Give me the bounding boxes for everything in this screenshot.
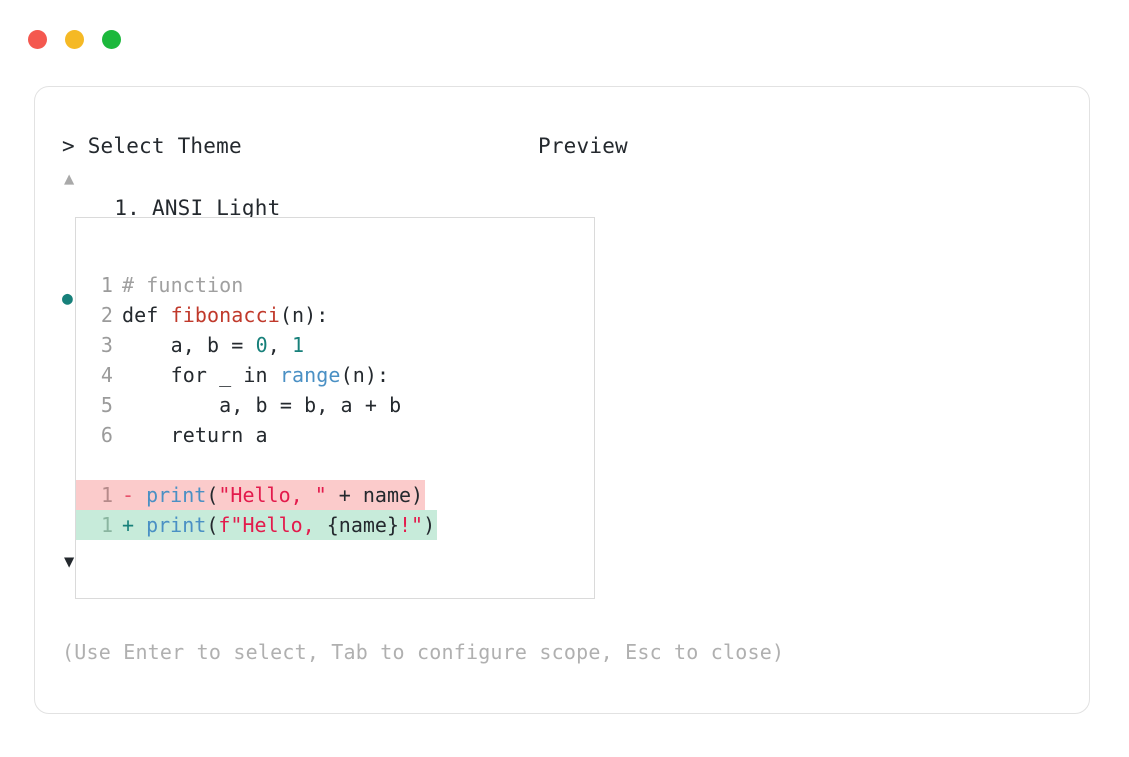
code-line-content: def fibonacci(n): xyxy=(122,300,328,330)
code-token: ) xyxy=(411,483,424,507)
code-token: (n): xyxy=(279,303,329,327)
line-number: 4 xyxy=(100,363,113,387)
code-token: + name xyxy=(326,483,412,507)
code-token: 0 xyxy=(255,333,268,357)
code-token: return a xyxy=(122,423,268,447)
code-token: print xyxy=(146,483,207,507)
code-line: 3 a, b = 0, 1 xyxy=(76,330,594,360)
code-token: a, b = b, a + b xyxy=(122,393,402,417)
diff-removed-line: 1- print("Hello, " + name) xyxy=(76,480,594,510)
diff-plus-marker: + xyxy=(122,513,147,537)
line-number: 1 xyxy=(100,273,113,297)
selected-bullet-icon: ● xyxy=(62,287,74,309)
code-token: a, b = xyxy=(122,333,256,357)
code-token: range xyxy=(279,363,341,387)
preview-panel: Preview xyxy=(538,131,1068,161)
code-line-content: a, b = b, a + b xyxy=(122,390,401,420)
minimize-button[interactable] xyxy=(65,30,84,49)
line-number: 6 xyxy=(100,423,113,447)
code-token: def xyxy=(122,303,171,327)
prompt-symbol: > xyxy=(62,134,75,158)
code-token: , xyxy=(267,333,293,357)
line-number: 1 xyxy=(76,480,122,510)
code-token: print xyxy=(146,513,207,537)
code-line-content: a, b = 0, 1 xyxy=(122,330,305,360)
code-token: "Hello, " xyxy=(218,483,327,507)
preview-heading: Preview xyxy=(538,134,628,158)
code-line-content: # function xyxy=(122,270,243,300)
code-line-content: return a xyxy=(122,420,268,450)
line-number: 1 xyxy=(76,510,122,540)
code-line: 2 def fibonacci(n): xyxy=(76,300,594,330)
diff-line-content: + print(f"Hello, {name}!") xyxy=(122,510,438,540)
select-theme-heading: > Select Theme xyxy=(62,131,532,161)
line-number: 5 xyxy=(100,393,113,417)
code-line: 4 for _ in range(n): xyxy=(76,360,594,390)
code-token: fibonacci xyxy=(170,303,280,327)
close-button[interactable] xyxy=(28,30,47,49)
scroll-down-arrow[interactable]: ▼ xyxy=(64,552,75,572)
code-token: (n): xyxy=(340,363,390,387)
code-line: 6 return a xyxy=(76,420,594,450)
keyboard-hint: (Use Enter to select, Tab to configure s… xyxy=(62,640,785,664)
scroll-up-arrow[interactable]: ▲ xyxy=(64,169,75,189)
code-line-content: for _ in range(n): xyxy=(122,360,389,390)
diff-added-line: 1+ print(f"Hello, {name}!") xyxy=(76,510,594,540)
diff-minus-marker: - xyxy=(122,483,147,507)
code-token: !" xyxy=(398,513,424,537)
theme-index: 1. xyxy=(114,196,140,220)
code-token: f"Hello, xyxy=(218,513,327,537)
code-token: {name} xyxy=(326,513,399,537)
code-token: # function xyxy=(122,273,244,297)
diff-block: 1- print("Hello, " + name)1+ print(f"Hel… xyxy=(76,480,594,540)
theme-name: ANSI xyxy=(152,196,204,220)
diff-line-content: - print("Hello, " + name) xyxy=(122,480,426,510)
code-token: ( xyxy=(206,483,219,507)
theme-picker-card: > Select Theme ▲ 1.ANSI Light2.Ayu Light… xyxy=(34,86,1090,714)
select-theme-label: Select Theme xyxy=(87,134,242,158)
code-token: 1 xyxy=(292,333,305,357)
window-controls xyxy=(28,30,121,49)
line-number: 2 xyxy=(100,303,113,327)
code-line: 5 a, b = b, a + b xyxy=(76,390,594,420)
code-token: ( xyxy=(206,513,219,537)
code-line: 1 # function xyxy=(76,270,594,300)
theme-list-item[interactable]: 1. ANSI Light xyxy=(62,194,532,224)
code-token: for _ in xyxy=(122,363,280,387)
code-token: ) xyxy=(423,513,436,537)
code-spacer xyxy=(76,450,594,480)
maximize-button[interactable] xyxy=(102,30,121,49)
theme-variant: Light xyxy=(203,196,281,220)
line-number: 3 xyxy=(100,333,113,357)
